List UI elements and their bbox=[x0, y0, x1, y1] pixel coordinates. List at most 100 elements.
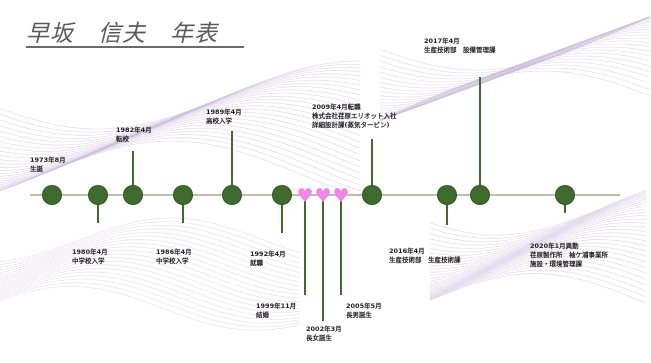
wave-line bbox=[429, 201, 647, 260]
event-label-line: 転校 bbox=[116, 135, 129, 143]
wave-line bbox=[0, 217, 301, 262]
wave-line bbox=[429, 225, 647, 284]
wave-line bbox=[379, 64, 651, 121]
wave-line bbox=[379, 58, 651, 121]
wave-line bbox=[429, 259, 647, 298]
wave-line bbox=[429, 273, 647, 304]
event-label-line: 結婚 bbox=[256, 311, 269, 319]
wave-line bbox=[429, 190, 647, 239]
event-label-line: 1986年4月 bbox=[156, 248, 192, 256]
wave-line bbox=[429, 246, 647, 294]
wave-line bbox=[429, 249, 647, 296]
wave-line bbox=[429, 239, 647, 292]
wave-line bbox=[429, 229, 647, 286]
wave-line bbox=[0, 246, 301, 291]
wave-line bbox=[0, 239, 301, 282]
wave-line bbox=[379, 17, 651, 89]
event-stem bbox=[231, 131, 233, 195]
event-stem bbox=[322, 195, 324, 321]
event-stem bbox=[371, 139, 373, 195]
wave-line bbox=[0, 108, 361, 177]
wave-line bbox=[0, 235, 301, 278]
wave-line bbox=[0, 282, 301, 328]
event-label-line: 生産技術部 生産技術課 bbox=[389, 256, 461, 264]
wave-line bbox=[0, 140, 361, 197]
event-label: 1982年4月転校 bbox=[116, 126, 152, 144]
wave-line bbox=[379, 61, 651, 121]
wave-line bbox=[0, 224, 301, 268]
wave-line bbox=[0, 253, 301, 299]
wave-line bbox=[0, 105, 361, 174]
wave-line bbox=[0, 121, 361, 186]
event-label-line: 長女誕生 bbox=[306, 334, 332, 342]
event-label: 2017年4月生産技術部 設備管理課 bbox=[424, 37, 496, 55]
event-node bbox=[124, 186, 142, 204]
wave-line bbox=[0, 95, 361, 165]
wave-line bbox=[379, 22, 651, 101]
event-label-line: 高校入学 bbox=[206, 117, 232, 125]
wave-line bbox=[429, 218, 647, 279]
event-node bbox=[174, 186, 192, 204]
wave-line bbox=[429, 189, 647, 236]
event-label-line: 2016年4月 bbox=[389, 247, 425, 255]
wave-line bbox=[0, 250, 301, 295]
event-stem bbox=[340, 195, 342, 295]
event-label-line: 中学校入学 bbox=[72, 257, 105, 265]
event-label: 1989年4月高校入学 bbox=[206, 108, 242, 126]
event-label-line: 2005年5月 bbox=[346, 302, 382, 310]
wave-line bbox=[379, 55, 651, 121]
wave-line bbox=[379, 43, 651, 119]
page-title: 早坂 信夫 年表 bbox=[26, 21, 218, 47]
wave-line bbox=[429, 235, 647, 290]
wave-line bbox=[429, 206, 647, 266]
wave-line bbox=[429, 193, 647, 246]
event-label: 2005年5月長男誕生 bbox=[346, 302, 382, 320]
wave-line bbox=[429, 232, 647, 288]
event-label: 1980年4月中学校入学 bbox=[72, 248, 108, 266]
event-label-line: 中学校入学 bbox=[156, 257, 189, 265]
event-label-line: 就職 bbox=[250, 259, 263, 267]
timeline-axis bbox=[30, 194, 620, 196]
wave-line bbox=[379, 70, 651, 120]
wave-line bbox=[379, 16, 651, 86]
event-label: 2016年4月生産技術部 生産技術課 bbox=[389, 247, 461, 265]
wave-line bbox=[429, 266, 647, 300]
event-node bbox=[273, 186, 291, 204]
event-stem bbox=[564, 195, 566, 213]
wave-line bbox=[0, 102, 361, 171]
wave-line bbox=[379, 52, 651, 121]
event-label-line: 2002年3月 bbox=[306, 325, 342, 333]
wave-line bbox=[379, 19, 651, 95]
event-label-line: 2020年1月異動 bbox=[530, 242, 579, 250]
wave-line bbox=[379, 67, 651, 121]
event-label-line: 2009年4月転職 bbox=[312, 103, 361, 111]
heart-icon: ♥ bbox=[314, 185, 332, 207]
wave-line bbox=[0, 275, 301, 320]
wave-line bbox=[0, 221, 301, 265]
event-node bbox=[223, 186, 241, 204]
event-stem bbox=[132, 151, 134, 195]
event-node bbox=[438, 186, 456, 204]
wave-line bbox=[0, 228, 301, 271]
event-label: 2009年4月転職株式会社荏原エリオット入社詳細設計課(蒸気タービン) bbox=[312, 103, 397, 130]
wave-line bbox=[0, 286, 301, 331]
wave-line bbox=[0, 278, 301, 324]
event-label-line: 長男誕生 bbox=[346, 311, 372, 319]
wave-line bbox=[429, 197, 647, 253]
event-label: 2002年3月長女誕生 bbox=[306, 325, 342, 343]
wave-line bbox=[0, 268, 301, 313]
wave-line bbox=[0, 271, 301, 317]
wave-line bbox=[0, 60, 361, 130]
title-underline bbox=[25, 46, 245, 48]
wave-line bbox=[0, 260, 301, 306]
event-label: 1992年4月就職 bbox=[250, 250, 286, 268]
event-label-line: 株式会社荏原エリオット入社 bbox=[312, 112, 397, 120]
wave-line bbox=[429, 195, 647, 249]
wave-line bbox=[379, 18, 651, 92]
wave-line bbox=[429, 198, 647, 256]
event-label-line: 詳細設計課(蒸気タービン) bbox=[312, 121, 390, 129]
event-node bbox=[89, 186, 107, 204]
event-label-line: 1989年4月 bbox=[206, 108, 242, 116]
